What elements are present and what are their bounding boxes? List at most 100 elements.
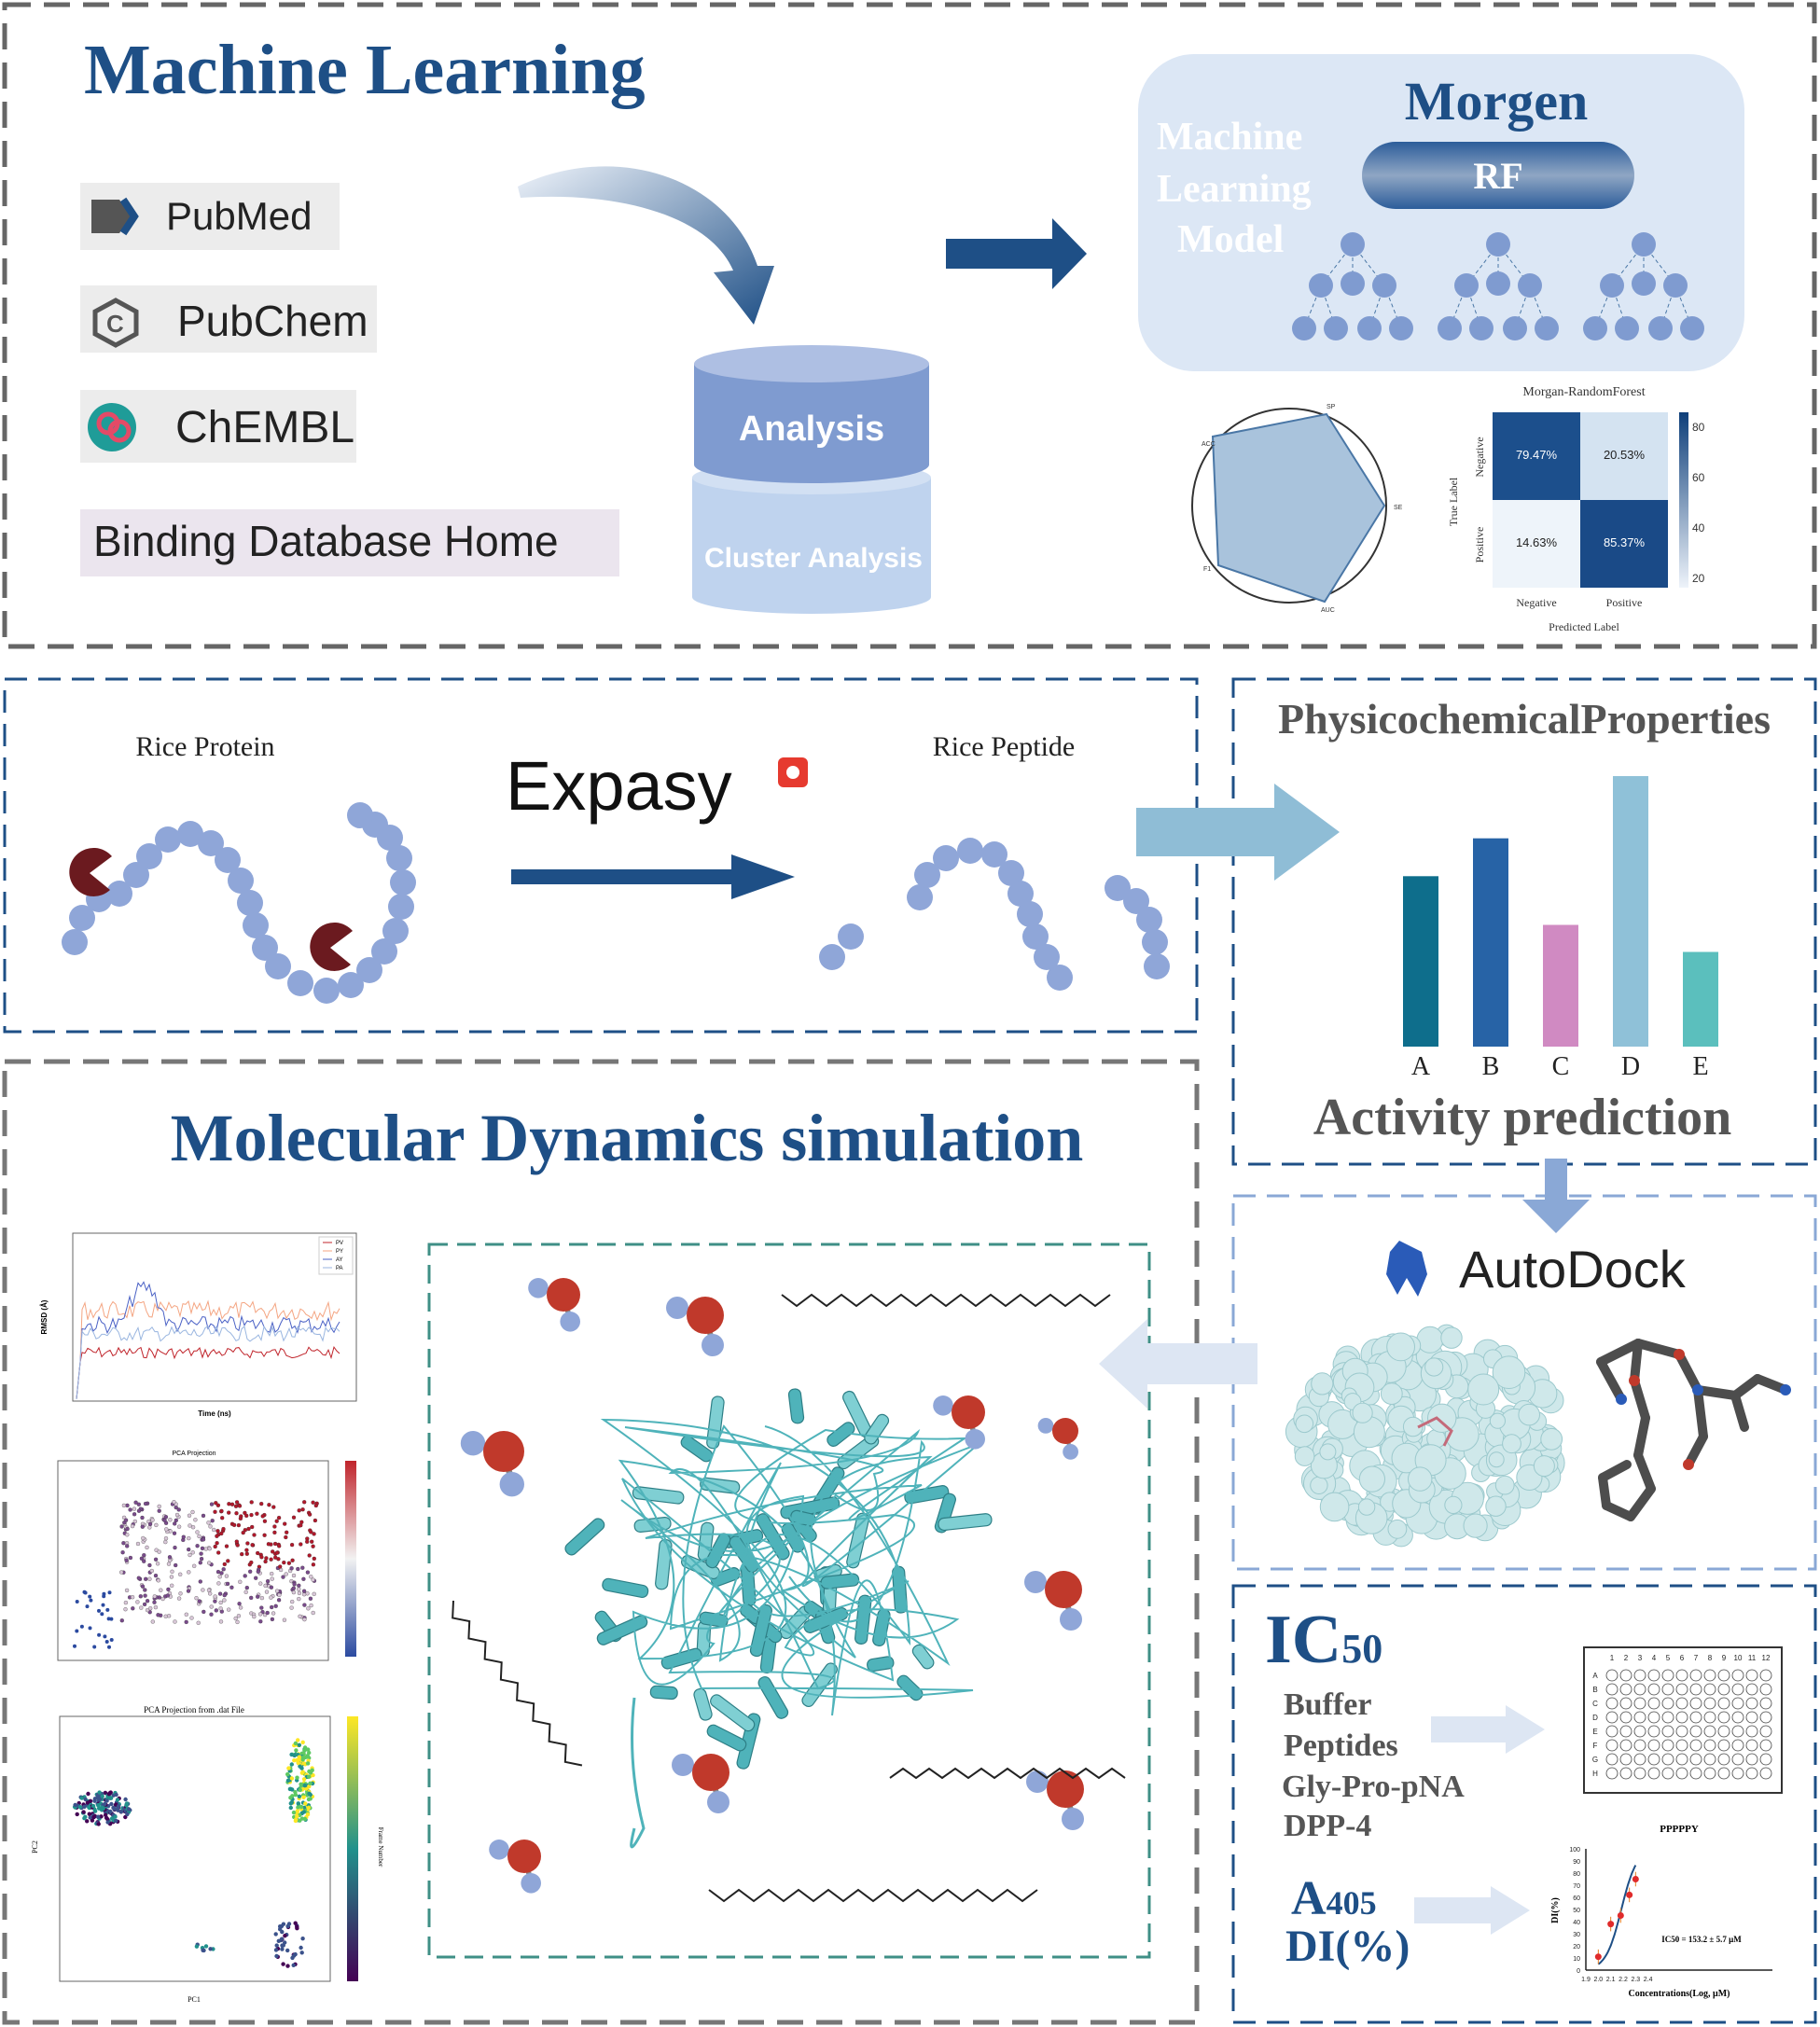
enzyme-pacman-2	[310, 922, 353, 971]
amino-acid-bead	[106, 881, 132, 907]
source-pubmed: PubMed	[80, 183, 340, 250]
svg-text:Concentrations(Log, μM): Concentrations(Log, μM)	[1629, 1989, 1730, 1999]
svg-text:Model: Model	[1177, 218, 1284, 261]
rmsd-series-3	[76, 1325, 340, 1400]
svg-text:0: 0	[1577, 1968, 1580, 1975]
water-molecule	[528, 1278, 580, 1332]
rice-peptide-label: Rice Peptide	[933, 731, 1075, 762]
amino-acid-bead	[155, 826, 181, 853]
tree-node	[1438, 316, 1462, 340]
water-molecule	[1024, 1571, 1082, 1631]
svg-text:8: 8	[1708, 1654, 1713, 1662]
ml-arrow-right	[946, 218, 1087, 289]
svg-text:PY: PY	[336, 1249, 343, 1255]
tree-node	[1632, 232, 1656, 257]
svg-text:IC50: IC50	[1265, 1602, 1382, 1678]
peptide-bead	[914, 862, 940, 888]
peptide-bead	[957, 838, 983, 864]
svg-text:2: 2	[1624, 1654, 1629, 1662]
tree-node	[1357, 316, 1382, 340]
svg-text:2.3: 2.3	[1631, 1977, 1640, 1983]
svg-text:DPP-4: DPP-4	[1284, 1809, 1371, 1843]
tree-node	[1518, 273, 1542, 298]
ligand-stick-model	[1596, 1339, 1791, 1521]
autodock-logo: AutoDock	[1386, 1240, 1687, 1298]
bar-B	[1473, 838, 1508, 1047]
amino-acid-bead	[356, 957, 382, 983]
confusion-matrix: Morgan-RandomForest 79.47% 20.53% 14.63%…	[1447, 385, 1705, 633]
amino-acid-bead	[252, 935, 278, 961]
rmsd-series-0	[76, 1345, 340, 1400]
svg-text:AutoDock: AutoDock	[1459, 1240, 1687, 1298]
source-chembl: ChEMBL	[80, 390, 356, 463]
svg-text:PubMed: PubMed	[166, 194, 312, 238]
pubchem-icon	[92, 298, 139, 348]
peptide-skeleton	[452, 1600, 583, 1767]
tree-node	[1341, 232, 1365, 257]
svg-text:IC50 = 153.2 ± 5.7 μM: IC50 = 153.2 ± 5.7 μM	[1661, 1935, 1742, 1944]
peptide-bead	[907, 884, 933, 910]
peptide-skeleton	[781, 1293, 1111, 1308]
ic50-label: IC50	[1265, 1602, 1382, 1678]
amino-acid-bead	[386, 845, 412, 871]
svg-text:F: F	[1593, 1742, 1598, 1750]
a405-arrow	[1414, 1886, 1530, 1935]
tree-node	[1486, 271, 1510, 296]
amino-acid-bead	[198, 830, 224, 856]
amino-acid-bead	[123, 862, 149, 888]
peptide-bead	[819, 944, 845, 970]
svg-text:AY: AY	[336, 1257, 343, 1263]
water-molecule	[489, 1840, 541, 1894]
svg-text:12: 12	[1762, 1654, 1771, 1662]
peptide-bead	[1047, 965, 1073, 991]
svg-text:2.4: 2.4	[1644, 1977, 1653, 1983]
svg-text:20: 20	[1573, 1944, 1580, 1951]
tree-node	[1632, 271, 1656, 296]
assay-section-frame	[1231, 1584, 1817, 2024]
peptide-bead	[1136, 907, 1162, 933]
svg-text:Buffer: Buffer	[1284, 1687, 1371, 1722]
rmsd-plot: PV PY AY PA Time (ns) RMSD (Å)	[40, 1232, 357, 1418]
source-pubchem: C PubChem	[80, 285, 377, 353]
simulation-box	[427, 1243, 1151, 1959]
svg-text:PV: PV	[336, 1241, 343, 1246]
svg-text:60: 60	[1573, 1895, 1580, 1902]
water-molecule	[666, 1297, 724, 1356]
tree-node	[1486, 232, 1510, 257]
svg-text:Positive: Positive	[1606, 596, 1643, 609]
dock-down-arrow	[1522, 1159, 1590, 1233]
svg-text:2.2: 2.2	[1619, 1977, 1628, 1983]
bar-label-E: E	[1692, 1052, 1708, 1081]
svg-text:Learning: Learning	[1157, 168, 1312, 211]
database-analysis: Cluster Analysis Analysis	[692, 345, 931, 614]
svg-text:DI(%): DI(%)	[1550, 1897, 1561, 1923]
tree-node	[1583, 316, 1607, 340]
svg-text:SE: SE	[1394, 505, 1403, 511]
svg-text:3: 3	[1638, 1654, 1643, 1662]
svg-text:G: G	[1592, 1756, 1598, 1764]
tree-node	[1372, 273, 1396, 298]
tree-node	[1648, 316, 1673, 340]
svg-text:Morgen: Morgen	[1405, 71, 1589, 132]
svg-text:1.9: 1.9	[1581, 1977, 1591, 1983]
curved-arrow	[518, 166, 774, 325]
svg-text:ACC: ACC	[1202, 441, 1216, 448]
water-molecule	[460, 1431, 524, 1497]
peptide-bead	[1034, 944, 1060, 970]
digest-arrow	[511, 854, 795, 899]
amino-acid-bead	[287, 970, 313, 996]
activity-title: Activity prediction	[1313, 1089, 1731, 1146]
svg-text:30: 30	[1573, 1932, 1580, 1938]
tree-node	[1324, 316, 1348, 340]
svg-text:C: C	[1592, 1700, 1598, 1708]
svg-text:PA: PA	[336, 1266, 343, 1271]
peptide-structures	[452, 1293, 1126, 1903]
svg-text:90: 90	[1573, 1859, 1580, 1866]
bar-E	[1683, 951, 1718, 1047]
svg-text:Predicted Label: Predicted Label	[1549, 620, 1619, 633]
svg-text:20.53%: 20.53%	[1604, 448, 1646, 462]
protein-structure	[564, 1388, 993, 1849]
